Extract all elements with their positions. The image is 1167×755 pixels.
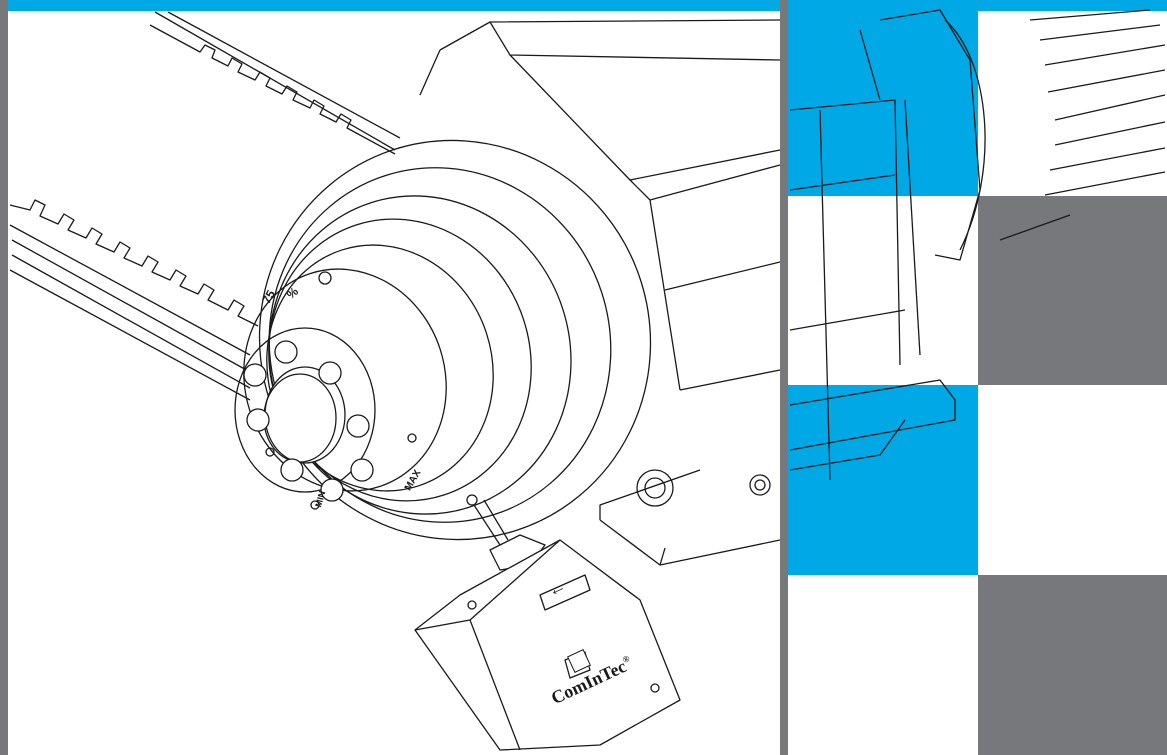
top-blue-band-left (8, 0, 780, 11)
vertical-divider (780, 0, 788, 755)
gear-housing (419, 9, 986, 481)
sensor-box (414, 539, 681, 751)
upper-belt (149, 11, 401, 155)
gray-block-upper (978, 196, 1167, 385)
blue-block-lower (788, 385, 978, 575)
top-blue-band-right (788, 0, 1167, 11)
hub-face (234, 271, 478, 510)
gray-block-lower (978, 575, 1167, 755)
left-gray-strip (0, 0, 8, 755)
lower-belt (9, 199, 259, 401)
cooling-fins (999, 9, 1166, 241)
motor-base (599, 379, 956, 566)
blue-block-upper (788, 11, 978, 196)
pulley-rings (243, 139, 652, 541)
